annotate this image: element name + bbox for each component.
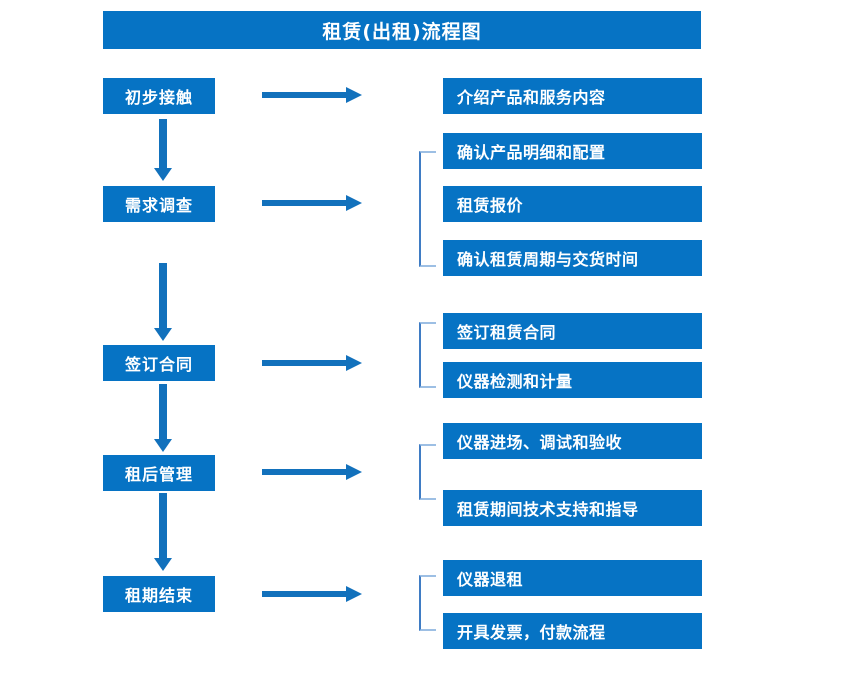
- connector-stage4-to-stage5: [154, 493, 172, 571]
- detail-box-instrument-return[interactable]: 仪器退租: [443, 560, 702, 596]
- connector-shaft: [159, 384, 167, 439]
- arrow-shaft: [262, 200, 348, 206]
- arrow-shaft: [262, 591, 348, 597]
- connector-head: [154, 439, 172, 452]
- detail-box-technical-support[interactable]: 租赁期间技术支持和指导: [443, 490, 702, 526]
- group-bracket-stage5: [419, 575, 436, 631]
- detail-box-confirm-product-details[interactable]: 确认产品明细和配置: [443, 133, 702, 169]
- stage-box-rental-end[interactable]: 租期结束: [103, 576, 215, 612]
- stage-box-sign-contract[interactable]: 签订合同: [103, 345, 215, 381]
- arrow-head: [346, 586, 362, 602]
- detail-box-confirm-rental-period[interactable]: 确认租赁周期与交货时间: [443, 240, 702, 276]
- arrow-head: [346, 464, 362, 480]
- arrow-stage5-to-details: [262, 586, 362, 602]
- arrow-head: [346, 195, 362, 211]
- connector-shaft: [159, 119, 167, 168]
- stage-box-post-rental-management[interactable]: 租后管理: [103, 455, 215, 491]
- arrow-head: [346, 355, 362, 371]
- detail-box-instrument-entry-commissioning[interactable]: 仪器进场、调试和验收: [443, 423, 702, 459]
- stage-box-initial-contact[interactable]: 初步接触: [103, 78, 215, 114]
- detail-box-sign-rental-contract[interactable]: 签订租赁合同: [443, 313, 702, 349]
- connector-head: [154, 558, 172, 571]
- group-bracket-stage4: [419, 444, 436, 500]
- arrow-stage4-to-details: [262, 464, 362, 480]
- arrow-shaft: [262, 360, 348, 366]
- stage-box-requirement-survey[interactable]: 需求调查: [103, 186, 215, 222]
- arrow-shaft: [262, 469, 348, 475]
- connector-stage2-to-stage3: [154, 263, 172, 341]
- group-bracket-stage3: [419, 322, 436, 388]
- connector-head: [154, 168, 172, 181]
- detail-box-rental-quote[interactable]: 租赁报价: [443, 186, 702, 222]
- arrow-stage1-to-details: [262, 87, 362, 103]
- arrow-head: [346, 87, 362, 103]
- connector-stage1-to-stage2: [154, 119, 172, 181]
- detail-box-instrument-inspection[interactable]: 仪器检测和计量: [443, 362, 702, 398]
- detail-box-invoice-payment[interactable]: 开具发票，付款流程: [443, 613, 702, 649]
- detail-box-introduce-products[interactable]: 介绍产品和服务内容: [443, 78, 702, 114]
- connector-shaft: [159, 493, 167, 558]
- group-bracket-stage2: [419, 151, 436, 267]
- arrow-stage2-to-details: [262, 195, 362, 211]
- arrow-stage3-to-details: [262, 355, 362, 371]
- arrow-shaft: [262, 92, 348, 98]
- connector-shaft: [159, 263, 167, 328]
- connector-head: [154, 328, 172, 341]
- connector-stage3-to-stage4: [154, 384, 172, 452]
- page-title: 租赁(出租)流程图: [103, 11, 701, 49]
